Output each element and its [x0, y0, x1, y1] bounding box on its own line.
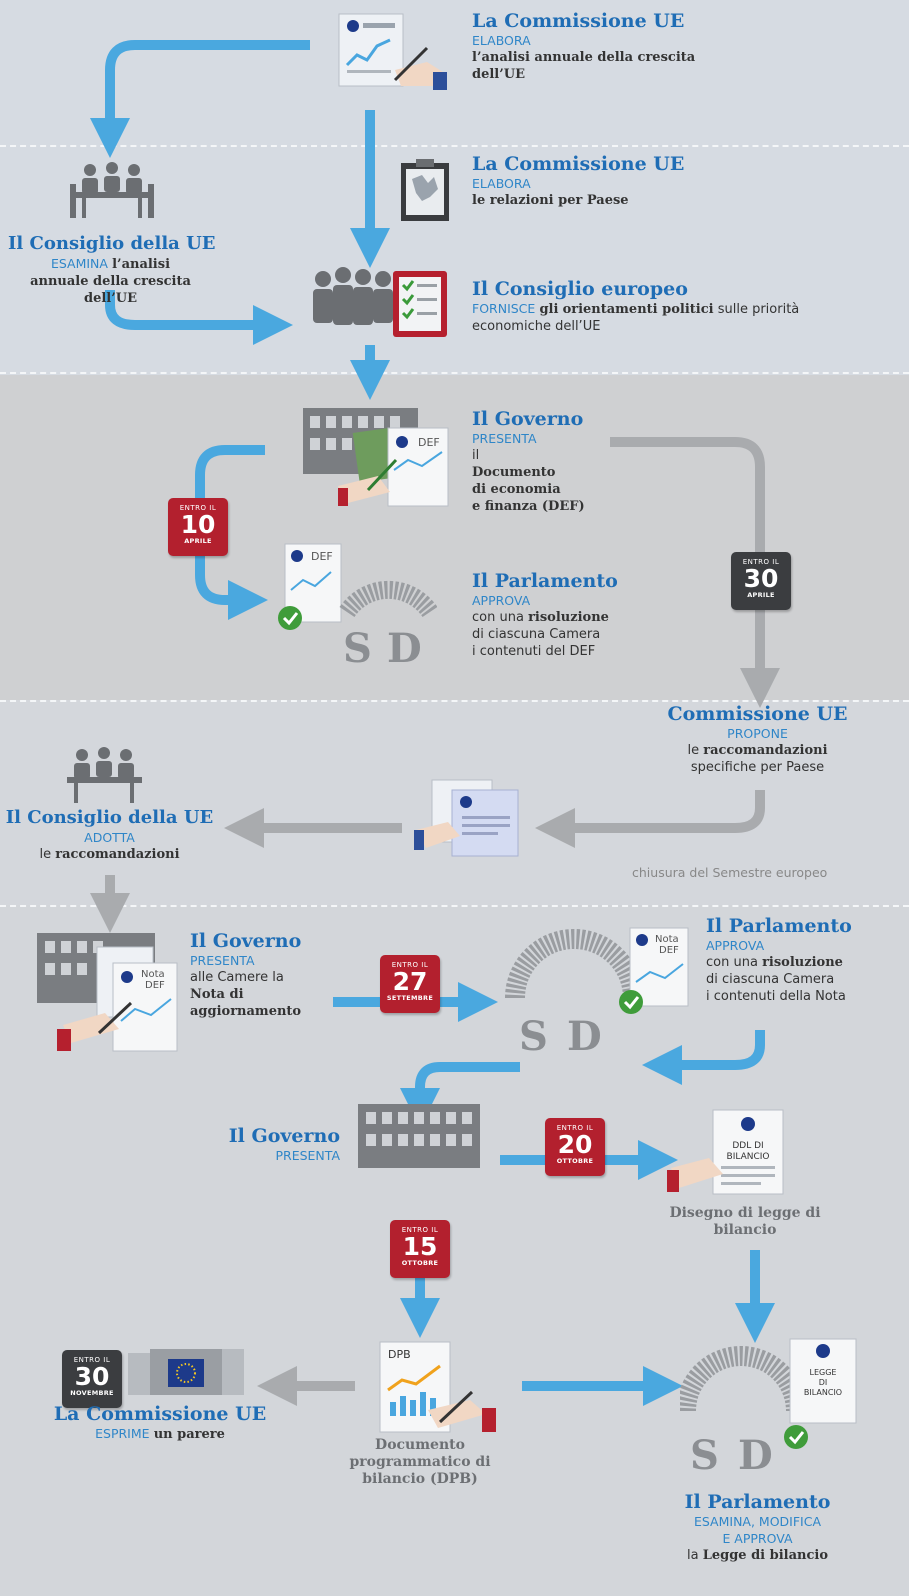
government-nota-def-icon: Nota DEF	[37, 933, 178, 1052]
step-consiglio-europeo: Il Consiglio europeo FORNISCE gli orient…	[472, 278, 800, 334]
council-meeting-icon	[70, 162, 154, 218]
svg-text:S: S	[343, 625, 372, 670]
recommendations-documents-icon	[414, 779, 519, 857]
step-commissione-analisi: La Commissione UE ELABORA l’analisi annu…	[472, 10, 696, 82]
svg-text:DPB: DPB	[388, 1348, 411, 1361]
svg-text:Nota: Nota	[655, 934, 679, 945]
svg-text:BILANCIO: BILANCIO	[727, 1152, 770, 1162]
svg-text:DDL DI: DDL DI	[732, 1141, 763, 1151]
step-consiglio-ue-esamina: Il Consiglio della UE ESAMINA l’analisi …	[8, 233, 216, 306]
report-document-icon	[338, 13, 447, 90]
divider	[0, 145, 909, 147]
svg-text:BILANCIO: BILANCIO	[804, 1388, 842, 1397]
european-council-icon	[313, 267, 447, 337]
svg-text:DI: DI	[819, 1378, 828, 1387]
dpb-caption: Documento programmatico di bilancio (DPB…	[349, 1437, 491, 1487]
svg-text:D: D	[738, 1432, 773, 1477]
step-governo-nota: Il Governo PRESENTA alle Camere la Nota …	[190, 930, 302, 1019]
government-palace-def-icon: DEF	[303, 408, 449, 507]
government-palace-icon	[358, 1104, 480, 1168]
svg-text:D: D	[567, 1013, 602, 1057]
chiusura-semestre-label: chiusura del Semestre europeo	[632, 865, 828, 880]
eu-commission-building-icon	[128, 1349, 244, 1395]
parliament-legge-approved-icon: LEGGE DI BILANCIO S D	[680, 1338, 857, 1477]
svg-text:S: S	[519, 1013, 548, 1057]
dpb-document-icon: DPB	[379, 1341, 496, 1433]
step-commissione-propone: Commissione UE PROPONE le raccomandazion…	[667, 703, 848, 775]
council-meeting-icon	[67, 747, 142, 803]
divider	[0, 700, 909, 702]
divider	[0, 372, 909, 374]
step-governo-presenta: Il Governo PRESENTA	[228, 1125, 340, 1163]
step-parlamento-def: Il Parlamento APPROVA con una risoluzion…	[472, 570, 618, 659]
svg-text:Nota: Nota	[141, 969, 165, 980]
svg-text:DEF: DEF	[311, 550, 333, 563]
step-governo-def: Il Governo PRESENTA il Documento di econ…	[472, 408, 585, 514]
svg-text:LEGGE: LEGGE	[810, 1368, 837, 1377]
step-parlamento-nota: Il Parlamento APPROVA con una risoluzion…	[706, 915, 852, 1004]
def-doc-label: DEF	[418, 436, 440, 449]
parliament-def-approved-icon: DEF S D	[278, 543, 437, 670]
clipboard-map-icon	[401, 159, 449, 221]
ddl-bilancio-document-icon: DDL DI BILANCIO	[667, 1109, 784, 1195]
step-commissione-parere: La Commissione UE ESPRIME un parere	[53, 1403, 267, 1442]
step-commissione-relazioni: La Commissione UE ELABORA le relazioni p…	[472, 153, 685, 208]
step-consiglio-ue-adotta: Il Consiglio della UE ADOTTA le raccoman…	[5, 807, 214, 862]
step-parlamento-legge: Il Parlamento ESAMINA, MODIFICA E APPROV…	[684, 1491, 831, 1563]
ddl-caption: Disegno di legge di bilancio	[669, 1205, 821, 1238]
svg-text:DEF: DEF	[659, 945, 679, 956]
svg-text:S: S	[690, 1432, 719, 1477]
svg-text:D: D	[387, 625, 422, 670]
divider	[0, 905, 909, 907]
svg-text:DEF: DEF	[145, 980, 165, 991]
parliament-nota-approved-icon: Nota DEF S D	[505, 927, 689, 1057]
